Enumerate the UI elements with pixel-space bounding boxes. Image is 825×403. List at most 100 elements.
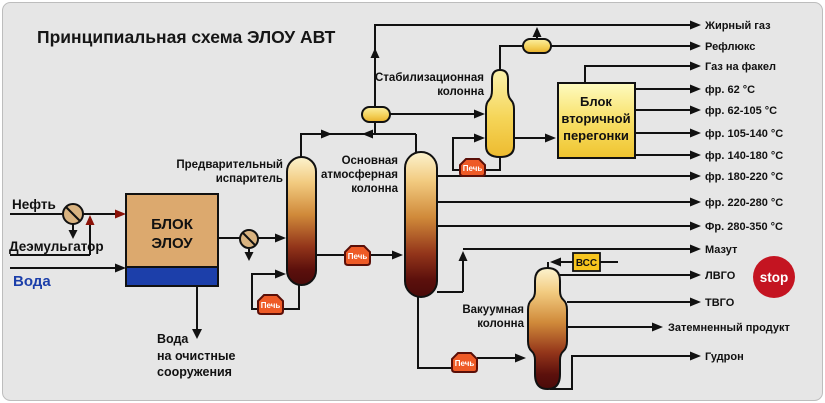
arrowhead	[532, 27, 542, 37]
arrowhead	[690, 20, 701, 30]
arrowhead	[690, 150, 701, 160]
arrowhead	[690, 270, 701, 280]
preflash-label-1: Предварительный	[176, 159, 283, 171]
output-label: ЛВГО	[705, 270, 736, 282]
output-label: фр. 180-220 °С	[705, 171, 783, 183]
arrowhead	[550, 257, 561, 267]
arrowhead	[458, 251, 468, 261]
furnace-transfer	[344, 245, 371, 266]
arrowhead	[244, 252, 254, 261]
furnace-preflash-label: Печь	[261, 301, 281, 310]
output-label: ТВГО	[705, 297, 735, 309]
reflux-drum-1	[361, 106, 391, 123]
secondary-block-label-3: перегонки	[563, 128, 629, 143]
arrowhead	[690, 171, 701, 181]
arrowhead	[275, 233, 286, 243]
furnace-vacuum-label: Печь	[455, 359, 475, 368]
arrowhead	[690, 41, 701, 51]
secondary-block-label-2: вторичной	[561, 111, 630, 126]
output-label: Затемненный продукт	[668, 322, 790, 334]
vss-box	[572, 252, 601, 272]
arrowhead	[474, 133, 485, 143]
furnace-preflash	[257, 294, 284, 315]
arrowhead	[690, 221, 701, 231]
stabilizer-label-1: Стабилизационная	[375, 72, 484, 84]
label-oil: Нефть	[12, 197, 56, 212]
stop-button[interactable]	[753, 256, 795, 298]
vacuum-column	[527, 266, 568, 391]
lines-secondary-fractions	[635, 88, 692, 156]
arrowhead	[192, 329, 202, 339]
heat-exchanger-diagonal	[65, 206, 81, 222]
arrowhead	[370, 48, 380, 58]
arrowhead	[392, 250, 403, 260]
line-stabilizer-reboiler-loop	[452, 137, 501, 171]
arrowhead	[690, 197, 701, 207]
vss-label: ВСС	[576, 258, 597, 269]
arrowhead	[68, 230, 78, 239]
label-demulsifier: Деэмульгатор	[9, 239, 104, 254]
atmospheric-label-1: Основная	[342, 155, 398, 167]
output-label: фр. 140-180 °С	[705, 150, 783, 162]
label-water: Вода	[13, 273, 51, 290]
water-treatment-label-2: на очистные	[157, 349, 236, 363]
reflux-drum-2	[522, 38, 552, 54]
vacuum-label-2: колонна	[477, 318, 524, 330]
output-label: Газ на факел	[705, 61, 776, 73]
output-label: Жирный газ	[704, 20, 771, 32]
line-gudron	[550, 355, 692, 390]
arrowhead	[690, 128, 701, 138]
page-title: Принципиальная схема ЭЛОУ АВТ	[37, 27, 336, 47]
arrowhead	[690, 244, 701, 254]
arrowhead	[545, 133, 556, 143]
preflash-column	[286, 156, 317, 286]
arrowhead	[362, 129, 373, 139]
lines-vacuum-sidedraws	[560, 274, 692, 328]
output-label: Фр. 280-350 °С	[705, 221, 783, 233]
stabilizer-label-2: колонна	[437, 86, 484, 98]
atmospheric-column	[404, 151, 438, 298]
arrowhead	[690, 105, 701, 115]
arrowhead	[652, 322, 663, 332]
preflash-label-2: испаритель	[216, 173, 283, 185]
line-overhead-vapors	[300, 122, 417, 157]
arrowheads	[68, 20, 701, 363]
elou-block-label-2: ЭЛОУ	[151, 235, 193, 252]
stabilizer-column	[485, 68, 515, 159]
atmospheric-label-3: колонна	[351, 183, 398, 195]
water-treatment-label-3: сооружения	[157, 365, 232, 379]
line-atmbottoms-to-vacuum	[417, 297, 518, 369]
line-flare-gas	[584, 65, 692, 83]
output-label: фр. 220-280 °С	[705, 197, 783, 209]
output-label: Мазут	[705, 244, 738, 256]
elou-water-layer	[125, 266, 219, 287]
line-mazut	[437, 248, 692, 293]
vacuum-label-1: Вакуумная	[462, 304, 524, 316]
arrowhead	[474, 109, 485, 119]
stop-button-label: stop	[760, 270, 789, 285]
furnace-transfer-label: Печь	[348, 252, 368, 261]
heat-exchanger-2	[239, 229, 259, 249]
arrowhead	[275, 269, 286, 279]
heat-exchanger-diagonal	[242, 232, 256, 246]
line-stabilizer-overhead	[499, 45, 523, 70]
line-preflash-reboiler-loop	[251, 273, 300, 310]
output-label: фр. 105-140 °С	[705, 128, 783, 140]
water-treatment-label-1: Вода	[157, 332, 189, 346]
atmospheric-label-2: атмосферная	[321, 169, 398, 181]
output-label: Рефлюкс	[705, 41, 755, 53]
arrowhead	[115, 209, 126, 219]
arrowhead	[690, 297, 701, 307]
arrowhead	[690, 351, 701, 361]
heat-exchanger-1	[62, 203, 84, 225]
output-label: фр. 62-105 °С	[705, 105, 777, 117]
line-fat-gas	[374, 24, 692, 107]
line-demulsifier	[10, 224, 91, 256]
secondary-block-label-1: Блок	[580, 94, 612, 109]
elou-block-label-1: БЛОК	[151, 216, 194, 233]
arrowhead	[115, 263, 126, 273]
furnace-stabilizer-label: Печь	[463, 164, 483, 173]
arrowhead	[85, 215, 95, 225]
output-label: фр. 62 °С	[705, 84, 755, 96]
